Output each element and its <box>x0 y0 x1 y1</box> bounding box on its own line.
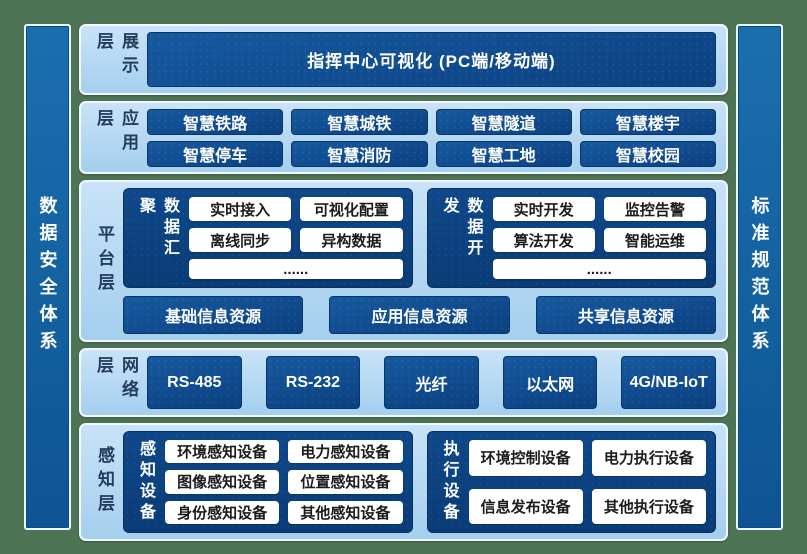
platform-groups-row: 数据汇聚 实时接入 可视化配置 离线同步 异构数据 ...... 数据开发 <box>123 188 716 288</box>
device-box: 环境感知设备 <box>165 440 280 464</box>
data-development-label: 数据开发 <box>440 197 482 260</box>
app-box: 智慧工地 <box>435 141 572 167</box>
data-aggregation-label: 数据汇聚 <box>137 197 178 260</box>
layer-application: 应用层 智慧铁路 智慧城铁 智慧隧道 智慧楼宇 智慧停车 智慧消防 智慧工地 智… <box>79 101 728 174</box>
device-box: 位置感知设备 <box>288 470 403 494</box>
layer-platform: 平台层 数据汇聚 实时接入 可视化配置 离线同步 异构数据 ...... <box>79 180 728 342</box>
perception-groups-row: 感知设备 环境感知设备 电力感知设备 图像感知设备 位置感知设备 身份感知设备 … <box>123 431 716 533</box>
resources-row: 基础信息资源 应用信息资源 共享信息资源 <box>123 296 716 334</box>
device-box: 其他感知设备 <box>288 500 403 524</box>
resource-box: 共享信息资源 <box>535 296 716 334</box>
platform-more-box: ...... <box>189 259 403 279</box>
device-box: 电力执行设备 <box>591 440 706 476</box>
data-security-pillar: 数据安全体系 <box>24 24 71 530</box>
layers-column: 展示层 指挥中心可视化 (PC端/移动端) 应用层 智慧铁路 智慧城铁 智慧隧道… <box>79 24 728 541</box>
layer-perception-label: 感知层 <box>95 446 114 518</box>
platform-item-box: 实时开发 <box>492 197 595 221</box>
data-aggregation-grid: 实时接入 可视化配置 离线同步 异构数据 ...... <box>189 197 403 279</box>
network-box: 4G/NB-IoT <box>621 356 716 409</box>
layer-network-label: 网络层 <box>94 356 138 404</box>
app-box: 智慧停车 <box>147 141 284 167</box>
sensing-devices-label: 感知设备 <box>137 440 154 524</box>
sensing-devices-panel: 感知设备 环境感知设备 电力感知设备 图像感知设备 位置感知设备 身份感知设备 … <box>123 431 413 533</box>
command-center-box: 指挥中心可视化 (PC端/移动端) <box>147 32 716 87</box>
layer-application-label: 应用层 <box>94 109 138 157</box>
data-aggregation-panel: 数据汇聚 实时接入 可视化配置 离线同步 异构数据 ...... <box>123 188 413 288</box>
actuator-devices-label: 执行设备 <box>440 440 458 524</box>
data-security-pillar-label: 数据安全体系 <box>37 196 58 358</box>
platform-item-box: 算法开发 <box>492 228 595 252</box>
standards-pillar-label: 标准规范体系 <box>749 196 770 358</box>
application-grid: 智慧铁路 智慧城铁 智慧隧道 智慧楼宇 智慧停车 智慧消防 智慧工地 智慧校园 <box>147 109 716 167</box>
network-box: RS-232 <box>265 356 361 409</box>
network-box: RS-485 <box>147 356 242 409</box>
platform-item-box: 异构数据 <box>300 228 403 252</box>
app-box: 智慧楼宇 <box>579 109 716 135</box>
platform-item-box: 离线同步 <box>189 228 292 252</box>
data-development-grid: 实时开发 监控告警 算法开发 智能运维 ...... <box>492 197 706 279</box>
sensing-devices-grid: 环境感知设备 电力感知设备 图像感知设备 位置感知设备 身份感知设备 其他感知设… <box>165 440 403 524</box>
platform-item-box: 智能运维 <box>603 228 706 252</box>
actuator-devices-panel: 执行设备 环境控制设备 电力执行设备 信息发布设备 其他执行设备 <box>426 431 716 533</box>
app-box: 智慧城铁 <box>291 109 428 135</box>
layer-perception: 感知层 感知设备 环境感知设备 电力感知设备 图像感知设备 位置感知设备 身份感… <box>79 423 728 541</box>
network-row: RS-485 RS-232 光纤 以太网 4G/NB-IoT <box>147 356 716 409</box>
layer-network: 网络层 RS-485 RS-232 光纤 以太网 4G/NB-IoT <box>79 348 728 417</box>
layer-platform-body: 数据汇聚 实时接入 可视化配置 离线同步 异构数据 ...... 数据开发 <box>123 188 716 334</box>
layer-network-body: RS-485 RS-232 光纤 以太网 4G/NB-IoT <box>147 356 716 409</box>
layer-display-label: 展示层 <box>94 32 138 80</box>
device-box: 身份感知设备 <box>165 500 280 524</box>
platform-item-box: 监控告警 <box>603 197 706 221</box>
device-box: 信息发布设备 <box>468 488 583 524</box>
data-development-panel: 数据开发 实时开发 监控告警 算法开发 智能运维 ...... <box>426 188 716 288</box>
standards-pillar: 标准规范体系 <box>736 24 783 530</box>
actuator-devices-grid: 环境控制设备 电力执行设备 信息发布设备 其他执行设备 <box>468 440 706 524</box>
resource-box: 基础信息资源 <box>123 296 304 334</box>
resource-box: 应用信息资源 <box>329 296 510 334</box>
device-box: 其他执行设备 <box>591 488 706 524</box>
platform-item-box: 可视化配置 <box>300 197 403 221</box>
network-box: 光纤 <box>384 356 479 409</box>
layer-perception-body: 感知设备 环境感知设备 电力感知设备 图像感知设备 位置感知设备 身份感知设备 … <box>123 431 716 533</box>
device-box: 电力感知设备 <box>288 440 403 464</box>
app-box: 智慧隧道 <box>435 109 572 135</box>
app-box: 智慧铁路 <box>147 109 284 135</box>
platform-more-box: ...... <box>492 259 706 279</box>
platform-item-box: 实时接入 <box>189 197 292 221</box>
device-box: 环境控制设备 <box>468 440 583 476</box>
layer-platform-label: 平台层 <box>95 225 114 297</box>
app-box: 智慧消防 <box>291 141 428 167</box>
layer-display-body: 指挥中心可视化 (PC端/移动端) <box>147 32 716 87</box>
network-box: 以太网 <box>502 356 598 409</box>
app-box: 智慧校园 <box>579 141 716 167</box>
device-box: 图像感知设备 <box>165 470 280 494</box>
layer-display: 展示层 指挥中心可视化 (PC端/移动端) <box>79 24 728 95</box>
layer-application-body: 智慧铁路 智慧城铁 智慧隧道 智慧楼宇 智慧停车 智慧消防 智慧工地 智慧校园 <box>147 109 716 167</box>
